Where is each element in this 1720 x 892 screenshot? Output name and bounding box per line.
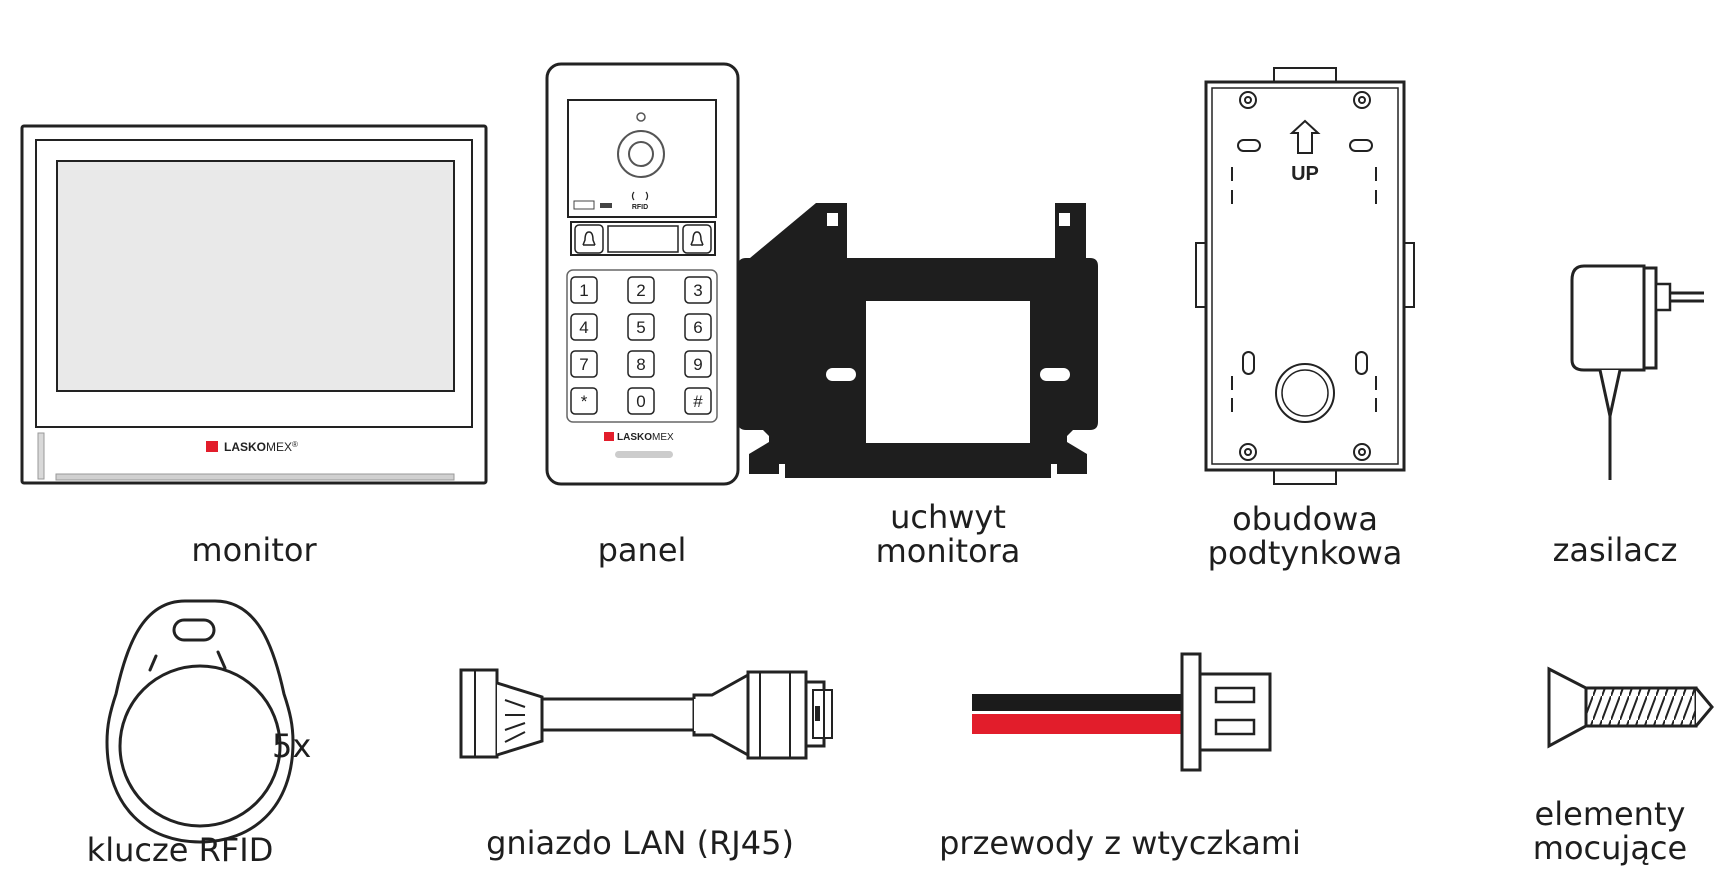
panel-illustration: RFID 1 2 3 4 5 6 7 8 9 * 0 # LASKOMEX xyxy=(545,62,740,486)
brand-logo-mark xyxy=(206,441,218,452)
keypad-key xyxy=(627,313,655,341)
keypad-key xyxy=(684,313,712,341)
keypad-key-label: # xyxy=(693,392,703,411)
screw-illustration xyxy=(1547,666,1714,749)
monitor-illustration: LASKOMEX® xyxy=(20,124,488,485)
keypad-key xyxy=(570,387,598,415)
label-monitor-bracket: uchwyt monitora xyxy=(875,498,1021,570)
keypad-key-label: 9 xyxy=(693,355,702,374)
call-button-right xyxy=(682,224,712,254)
rfid-tag-text: RFID xyxy=(632,204,648,211)
label-monitor: monitor xyxy=(191,531,317,569)
label-mounting-elements: elementy mocujące xyxy=(1532,795,1688,867)
up-marking: UP xyxy=(1291,163,1319,185)
keypad-key-label: 6 xyxy=(693,318,702,337)
keypad-key xyxy=(627,276,655,304)
label-wires-with-plugs: przewody z wtyczkami xyxy=(939,824,1301,862)
keypad-key xyxy=(627,350,655,378)
keypad-key xyxy=(684,276,712,304)
keypad-key-label: 5 xyxy=(636,318,645,337)
keypad-key-label: 2 xyxy=(636,281,645,300)
keypad-key-label: 3 xyxy=(693,281,702,300)
lan-socket-illustration xyxy=(459,668,833,760)
brand-logo-bold: LASKO xyxy=(224,440,266,454)
label-panel: panel xyxy=(597,531,687,569)
rfid-quantity: 5x xyxy=(272,727,312,765)
keypad-key xyxy=(570,313,598,341)
svg-text:LASKOMEX: LASKOMEX xyxy=(617,432,674,443)
keypad xyxy=(566,269,718,423)
flush-housing-illustration: UP xyxy=(1195,67,1415,485)
svg-text:LASKOMEX®: LASKOMEX® xyxy=(224,440,298,454)
monitor-bracket-illustration xyxy=(738,203,1098,478)
keypad-key xyxy=(684,350,712,378)
keypad-key-label: 4 xyxy=(579,318,588,337)
keypad-key xyxy=(570,350,598,378)
call-button-left xyxy=(574,224,604,254)
keypad-key-label: 7 xyxy=(579,355,588,374)
label-rfid-keys: klucze RFID xyxy=(86,831,274,869)
keypad-key xyxy=(627,387,655,415)
keypad-key-label: 0 xyxy=(636,392,645,411)
label-lan-socket: gniazdo LAN (RJ45) xyxy=(486,824,794,862)
keypad-key-label: * xyxy=(581,392,588,411)
keypad-key-label: 1 xyxy=(579,281,588,300)
label-flush-housing: obudowa podtynkowa xyxy=(1207,500,1403,572)
power-supply-illustration xyxy=(1570,264,1704,480)
keypad-key-label: 8 xyxy=(636,355,645,374)
label-power-supply: zasilacz xyxy=(1552,531,1678,569)
keypad-key xyxy=(684,387,712,415)
keypad-key xyxy=(570,276,598,304)
wires-with-plug-illustration xyxy=(972,652,1272,772)
rfid-key-illustration xyxy=(105,599,295,844)
